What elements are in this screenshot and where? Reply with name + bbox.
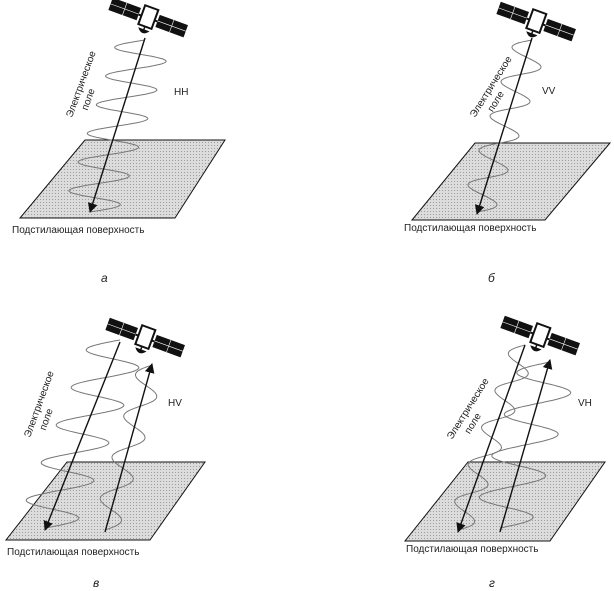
scattered-ray <box>499 359 553 533</box>
polarization-label: VH <box>578 398 592 409</box>
panel-letter: а <box>101 271 108 285</box>
panel-letter: в <box>93 576 99 590</box>
surface-label: Подстилающая поверхность <box>7 547 139 558</box>
panel-c: Электрическое поле HV Подстилающая повер… <box>4 312 206 590</box>
surface-label: Подстилающая поверхность <box>406 544 538 555</box>
surface-label: Подстилающая поверхность <box>12 225 144 236</box>
field-label: Электрическое поле <box>445 374 503 448</box>
satellite-icon <box>103 0 191 48</box>
satellite-icon <box>491 0 579 52</box>
incident-ray <box>456 344 526 533</box>
polarization-label: HV <box>168 398 182 409</box>
polarization-label: VV <box>542 86 556 97</box>
surface-plane <box>410 142 612 221</box>
field-label: Электрическое поле <box>64 47 110 123</box>
panel-letter: г <box>489 576 495 590</box>
panel-b: Электрическое поле VV Подстилающая повер… <box>404 0 612 285</box>
surface-label: Подстилающая поверхность <box>404 223 536 234</box>
panel-letter: б <box>488 271 496 285</box>
wave-horizontal <box>25 339 140 529</box>
polarization-label: HH <box>174 87 188 98</box>
incident-ray <box>474 37 533 215</box>
field-label: Электрическое поле <box>468 52 526 126</box>
panel-a: Электрическое поле HH Подстилающая повер… <box>12 0 226 285</box>
incident-ray <box>87 37 146 213</box>
scattered-ray <box>104 363 155 533</box>
incident-ray <box>43 341 121 531</box>
surface-plane <box>403 461 606 542</box>
field-label: Электрическое поле <box>22 367 68 443</box>
surface-plane <box>4 461 206 541</box>
panel-d: Электрическое поле VH Подстилающая повер… <box>403 310 606 590</box>
